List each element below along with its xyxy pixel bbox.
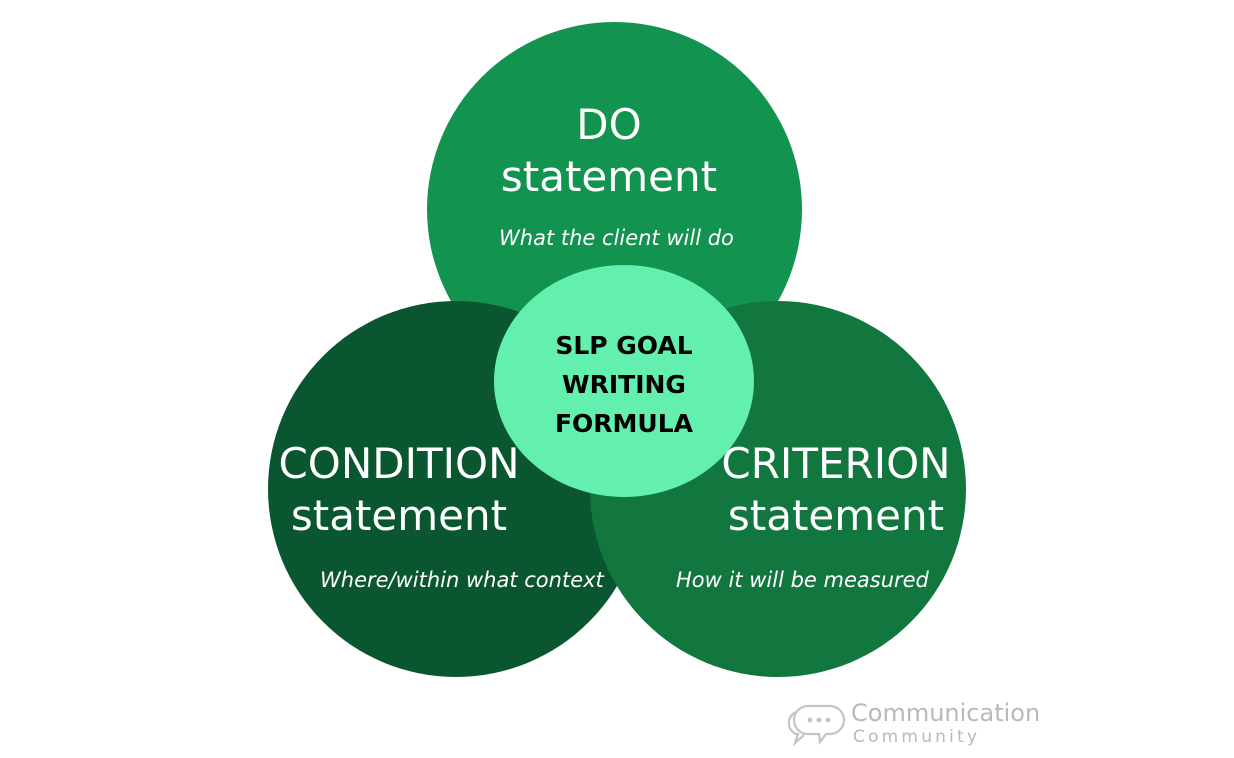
- center-formula-title: SLP GOAL WRITING FORMULA: [494, 326, 754, 443]
- logo-line-1: Communication: [851, 699, 1041, 727]
- center-formula-circle: [494, 265, 754, 497]
- do-subtitle: statement: [500, 152, 718, 201]
- do-title: DO: [576, 100, 642, 149]
- logo-line-2: Community: [853, 727, 981, 747]
- condition-description: Where/within what context: [320, 568, 604, 592]
- do-description: What the client will do: [499, 226, 734, 250]
- criterion-description: How it will be measured: [676, 568, 929, 592]
- condition-subtitle: statement: [290, 491, 508, 540]
- center-title-line-3: FORMULA: [554, 409, 694, 438]
- criterion-subtitle: statement: [727, 491, 945, 540]
- condition-title: CONDITION: [278, 439, 520, 488]
- center-title-line-2: WRITING: [562, 370, 686, 399]
- speech-bubbles-icon: [788, 704, 846, 747]
- communication-community-logo: [788, 700, 850, 748]
- criterion-title: CRITERION: [721, 439, 951, 488]
- center-title-line-1: SLP GOAL: [555, 331, 693, 360]
